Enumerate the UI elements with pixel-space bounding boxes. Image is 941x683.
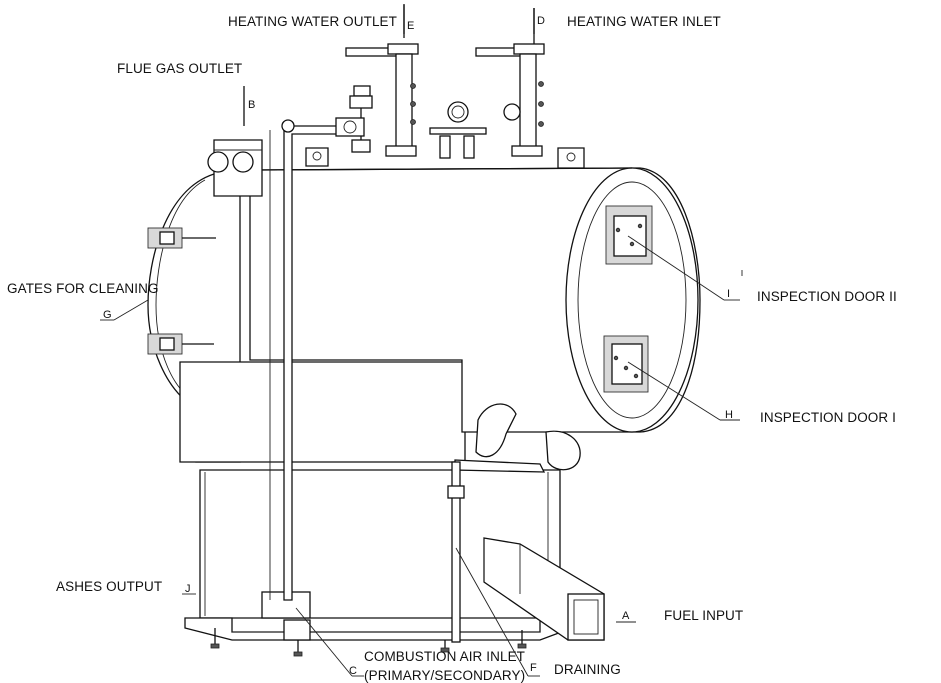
inspection-door-1 bbox=[603, 335, 649, 393]
cleaning-gates bbox=[147, 227, 216, 355]
boiler-rear-shell bbox=[147, 173, 466, 463]
label-heating-water-outlet: HEATING WATER OUTLET bbox=[228, 14, 397, 29]
top-fittings bbox=[269, 5, 585, 601]
label-heating-water-inlet: HEATING WATER INLET bbox=[567, 14, 721, 29]
label-combustion-air-inlet-sub: (PRIMARY/SECONDARY) bbox=[364, 668, 525, 683]
letter-b: B bbox=[248, 99, 255, 111]
label-draining: DRAINING bbox=[554, 662, 621, 677]
label-combustion-air-inlet: COMBUSTION AIR INLET bbox=[364, 649, 525, 664]
air-elbow bbox=[454, 403, 581, 473]
letter-c: C bbox=[349, 665, 357, 677]
label-fuel-input: FUEL INPUT bbox=[664, 608, 743, 623]
label-inspection-door-2: INSPECTION DOOR II bbox=[757, 289, 897, 304]
letter-h: H bbox=[725, 409, 733, 421]
label-flue-gas-outlet: FLUE GAS OUTLET bbox=[117, 61, 242, 76]
letter-d: D bbox=[537, 15, 545, 27]
labels: HEATING WATER OUTLET E D HEATING WATER I… bbox=[7, 14, 897, 683]
flue-gas-outlet-box bbox=[207, 86, 263, 197]
leader-lines bbox=[100, 4, 743, 677]
label-ashes-output: ASHES OUTPUT bbox=[56, 579, 162, 594]
drain-pipe bbox=[447, 461, 465, 643]
letter-e: E bbox=[407, 20, 414, 32]
letter-g: G bbox=[103, 309, 112, 321]
label-inspection-door-1: INSPECTION DOOR I bbox=[760, 410, 896, 425]
letter-a: A bbox=[622, 610, 630, 622]
letter-j: J bbox=[185, 583, 191, 595]
letter-f: F bbox=[530, 662, 537, 674]
letter-i: I bbox=[727, 288, 730, 300]
fuel-input-duct bbox=[483, 537, 605, 641]
label-gates-for-cleaning: GATES FOR CLEANING bbox=[7, 281, 159, 296]
inspection-door-2 bbox=[605, 205, 653, 265]
